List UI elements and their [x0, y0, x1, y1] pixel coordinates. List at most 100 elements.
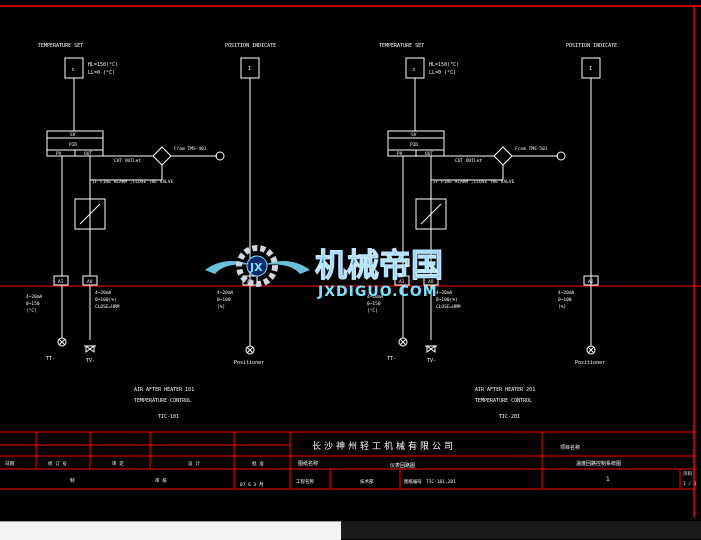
tt-label: TT- — [46, 356, 55, 362]
loop-tag: TIC-101 — [158, 414, 179, 420]
title-block — [0, 431, 694, 490]
out-label: OUT — [425, 151, 433, 157]
tv-label: TV- — [86, 358, 95, 364]
pos-range-3: [%] — [217, 304, 225, 310]
status-bar-right — [341, 521, 701, 539]
drawing-number: TIC-101,201 — [426, 479, 456, 485]
out-label: OUT — [84, 151, 92, 157]
loop-tag: TIC-201 — [499, 414, 520, 420]
watermark-cn: 机械帝国 — [315, 246, 443, 284]
gear-letters: JX — [249, 261, 263, 274]
cut-label: CUT OUTLet — [114, 158, 141, 164]
ao-range-3: CLOSE=HRM — [436, 304, 461, 310]
ai-range-3: [°C] — [26, 308, 37, 314]
title-block-text: 长沙神州轻工机械有限公司 项目名称 图纸名称 仪表回路图 温度回路控制系统图 日… — [5, 440, 697, 488]
loop-name-2: TEMPERATURE CONTROL — [134, 398, 191, 404]
ai-range-1: 4~20mA — [26, 294, 43, 300]
ai-card — [53, 275, 69, 286]
row2-label-3: 07 6 3 月 — [240, 482, 263, 488]
control-valve-icon — [425, 345, 437, 353]
drawing-name: 仪表回路图 — [390, 462, 415, 469]
loop-1: TEMPERATURE SET POSITION INDICATE ⇕ HL=1… — [26, 43, 276, 420]
ao-tag: AO — [428, 279, 434, 285]
ao-tag: AO — [87, 279, 93, 285]
signal-terminal — [215, 151, 225, 161]
cut-label: CUT OUTLet — [455, 158, 482, 164]
ao-range-1: 4~20mA — [436, 290, 453, 296]
dept-value: 技术部 — [360, 478, 374, 485]
pid-label: PID — [410, 142, 418, 148]
position-box-mark: I — [248, 66, 251, 72]
right-desc: 温度回路控制系统图 — [576, 460, 621, 467]
tt-label: TT- — [387, 356, 396, 362]
updown-arrow-icon: ⇕ — [71, 66, 75, 73]
row2-label-2: 审 核 — [155, 477, 167, 484]
converter-block — [415, 198, 447, 230]
row2-label-1: 制 — [70, 477, 75, 484]
pid-label: PID — [69, 142, 77, 148]
positioner-icon — [586, 345, 596, 355]
ai-range-2: 0~150 — [26, 301, 40, 307]
sv-label: SV — [70, 132, 76, 138]
loop-name-1: AIR AFTER HEATER 101 — [134, 387, 194, 393]
pos-range-1: 4~20mA — [217, 290, 234, 296]
gear-icon — [236, 245, 278, 287]
hl-limit: HL=150(°C) — [429, 62, 459, 68]
ai2-tag: AI — [588, 279, 594, 285]
setpoint-title: TEMPERATURE SET — [379, 43, 424, 49]
ao-range-3: CLOSE=HRM — [95, 304, 120, 310]
updown-arrow-icon: ⇕ — [412, 66, 416, 73]
project-label: 项目名称 — [560, 444, 580, 451]
ai-range-1: 4~20mA — [367, 294, 384, 300]
left-wing-icon — [205, 261, 252, 274]
pv-label: PV — [397, 151, 403, 157]
positioner-label: Positioner — [575, 360, 605, 366]
ai-tag: AI — [58, 279, 64, 285]
drawing-number-label: 图纸编号 — [404, 478, 422, 485]
ll-limit: LL=0 (°C) — [429, 70, 456, 76]
page-label: 页码 — [683, 470, 692, 477]
row-label-4: 设 计 — [188, 460, 200, 467]
row-label-2: 修 订 号 — [48, 460, 67, 467]
ao-range-2: 0~100(%) — [95, 297, 117, 303]
row-label-1: 日期 — [5, 461, 14, 467]
ai-range-3: [°C] — [367, 308, 378, 314]
temperature-transmitter-icon — [398, 337, 408, 347]
ao-range-1: 4~20mA — [95, 290, 112, 296]
loop-2: TEMPERATURE SET POSITION INDICATE ⇕ HL=1… — [367, 43, 617, 420]
ao-range-2: 0~100(%) — [436, 297, 458, 303]
from-label: From TMS-401 — [174, 146, 207, 152]
company-name: 长沙神州轻工机械有限公司 — [312, 440, 456, 452]
ai-range-2: 0~150 — [367, 301, 381, 307]
sheet-value: 1 — [606, 476, 610, 483]
selector-diamond — [152, 146, 172, 166]
positioner-label: Positioner — [234, 360, 264, 366]
page-value: 1 / 1 — [683, 481, 697, 487]
pos-range-3: [%] — [558, 304, 566, 310]
pos-range-1: 4~20mA — [558, 290, 575, 296]
ll-limit: LL=0 (°C) — [88, 70, 115, 76]
converter-block — [74, 198, 106, 230]
position-title: POSITION INDICATE — [566, 43, 617, 49]
from-label: From TMS-501 — [515, 146, 548, 152]
pos-range-2: 0~100 — [558, 297, 572, 303]
tv-label: TV- — [427, 358, 436, 364]
ai2-card — [583, 275, 599, 286]
loop-name-1: AIR AFTER HEATER 201 — [475, 387, 535, 393]
right-wing-icon — [263, 261, 310, 274]
selector-diamond — [493, 146, 513, 166]
row-label-3: 审 定 — [112, 460, 124, 467]
ai-tag: AI — [399, 279, 405, 285]
dept-label: 工程名称 — [296, 478, 314, 485]
control-valve-icon — [84, 345, 96, 353]
watermark-en: JXDIGUO.COM — [317, 284, 438, 300]
position-box-mark: I — [589, 66, 592, 72]
ai-card — [394, 275, 410, 286]
row-label-5: 批 准 — [252, 460, 264, 467]
position-title: POSITION INDICATE — [225, 43, 276, 49]
drawing-label: 图纸名称 — [298, 460, 318, 467]
pos-range-2: 0~100 — [217, 297, 231, 303]
temperature-transmitter-icon — [57, 337, 67, 347]
pv-label: PV — [56, 151, 62, 157]
